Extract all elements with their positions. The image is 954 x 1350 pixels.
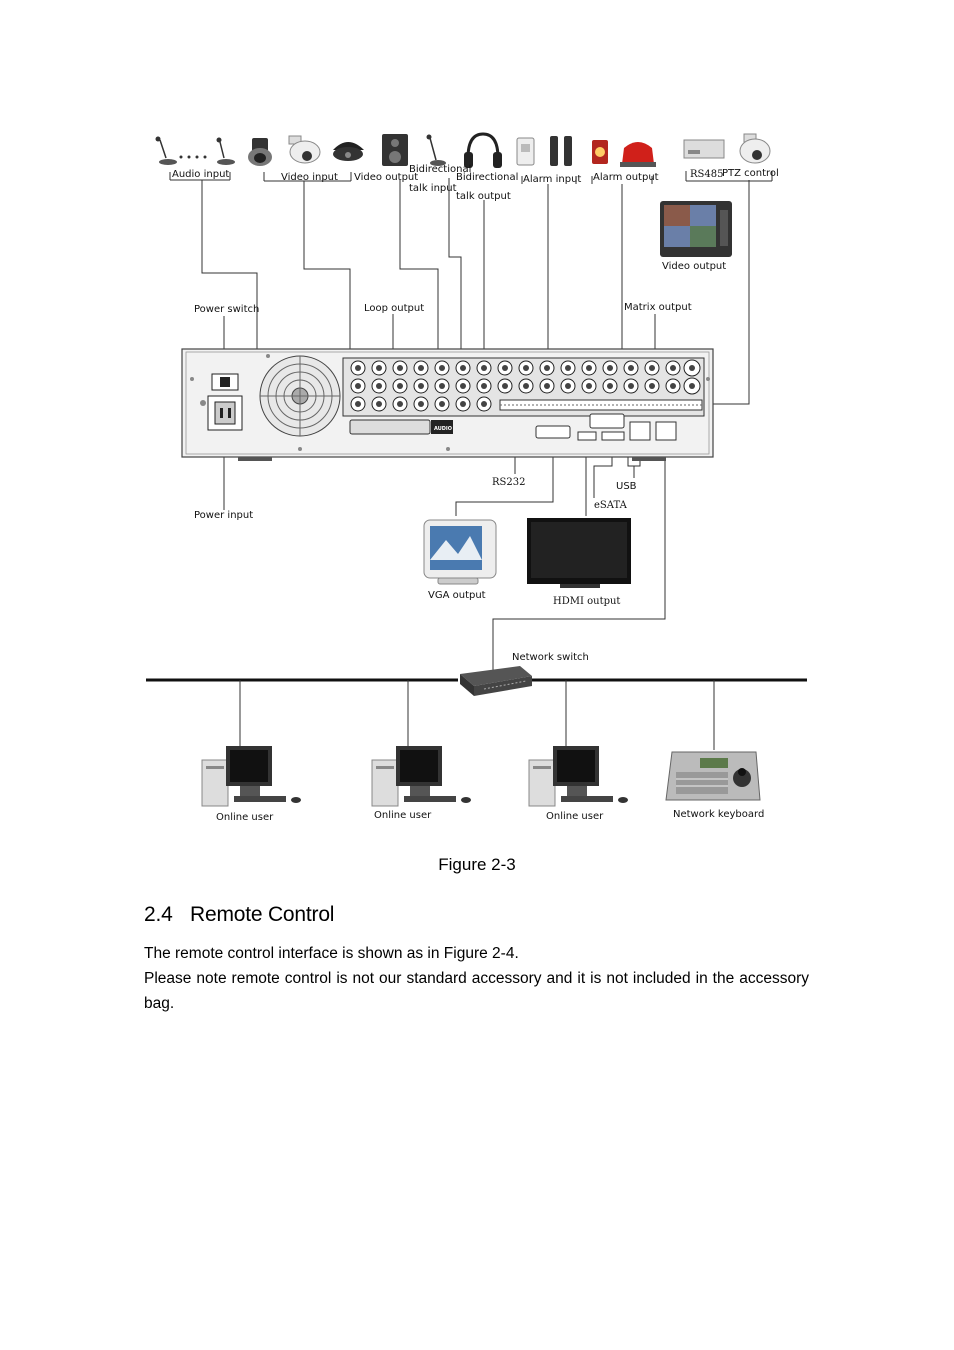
bidirectional-talk-output-label-1: Bidirectional bbox=[456, 172, 518, 183]
power-switch-label: Power switch bbox=[194, 304, 259, 315]
online-user-pc-icon-1 bbox=[201, 746, 301, 807]
online-user-label-1: Online user bbox=[216, 812, 274, 823]
headphone-icon bbox=[464, 132, 502, 168]
audio-input-label: Audio input bbox=[172, 169, 229, 180]
microphone-icon bbox=[426, 134, 446, 166]
online-user-pc-icon-2 bbox=[371, 746, 471, 807]
bnc-connectors bbox=[350, 359, 701, 412]
matrix-output-label: Matrix output bbox=[624, 302, 692, 313]
alarm-input-label: Alarm input bbox=[523, 174, 581, 185]
section-heading: 2.4 Remote Control bbox=[144, 903, 334, 927]
network-switch-icon bbox=[460, 666, 532, 696]
hdmi-tv-icon bbox=[527, 518, 631, 588]
body-paragraph-2: Please note remote control is not our st… bbox=[144, 970, 809, 1012]
rs232-label: RS232 bbox=[492, 477, 525, 488]
ptz-devices-icons bbox=[683, 133, 771, 164]
online-user-label-2: Online user bbox=[374, 810, 432, 821]
ptz-control-label: PTZ control bbox=[722, 168, 779, 179]
video-input-label: Video input bbox=[281, 172, 338, 183]
camera-icons bbox=[248, 135, 364, 166]
usb-label: USB bbox=[616, 481, 637, 492]
vga-monitor-icon bbox=[423, 519, 497, 585]
video-output-monitor-icon bbox=[660, 201, 732, 257]
alarm-sensor-icons bbox=[516, 136, 572, 166]
microphone-icons bbox=[155, 136, 235, 165]
online-user-label-3: Online user bbox=[546, 811, 604, 822]
video-output-top-label: Video output bbox=[354, 172, 418, 183]
section-number: 2.4 bbox=[144, 903, 173, 926]
alarm-output-label: Alarm output bbox=[593, 172, 659, 183]
network-keyboard-label: Network keyboard bbox=[673, 809, 764, 820]
online-user-pc-icon-3 bbox=[528, 746, 628, 807]
figure-caption: Figure 2-3 bbox=[438, 855, 516, 874]
loop-output-label: Loop output bbox=[364, 303, 424, 314]
terminal-strip bbox=[499, 399, 703, 411]
bidirectional-talk-input-label-1: Bidirectional bbox=[409, 164, 471, 175]
hdmi-output-label: HDMI output bbox=[553, 596, 620, 607]
rs485-label: RS485 bbox=[690, 169, 723, 180]
network-switch-label: Network switch bbox=[512, 652, 589, 663]
label-brackets bbox=[169, 171, 773, 184]
connection-diagram: Audio input Video input Video output Bid… bbox=[146, 132, 807, 823]
vga-output-label: VGA output bbox=[428, 590, 486, 601]
bidirectional-talk-output-label-2: talk output bbox=[456, 191, 511, 202]
network-keyboard-icon bbox=[665, 751, 761, 801]
section-title: Remote Control bbox=[190, 903, 335, 926]
alarm-output-icons bbox=[592, 140, 656, 167]
speaker-icon bbox=[382, 134, 408, 166]
power-input-label: Power input bbox=[194, 510, 253, 521]
audio-panel-label: AUDIO bbox=[434, 426, 452, 432]
bidirectional-talk-input-label-2: talk input bbox=[409, 183, 457, 194]
network-drop-lines bbox=[239, 680, 715, 750]
esata-label: eSATA bbox=[594, 500, 628, 511]
body-paragraph-1: The remote control interface is shown as… bbox=[144, 945, 519, 962]
video-output-monitor-label: Video output bbox=[662, 261, 726, 272]
